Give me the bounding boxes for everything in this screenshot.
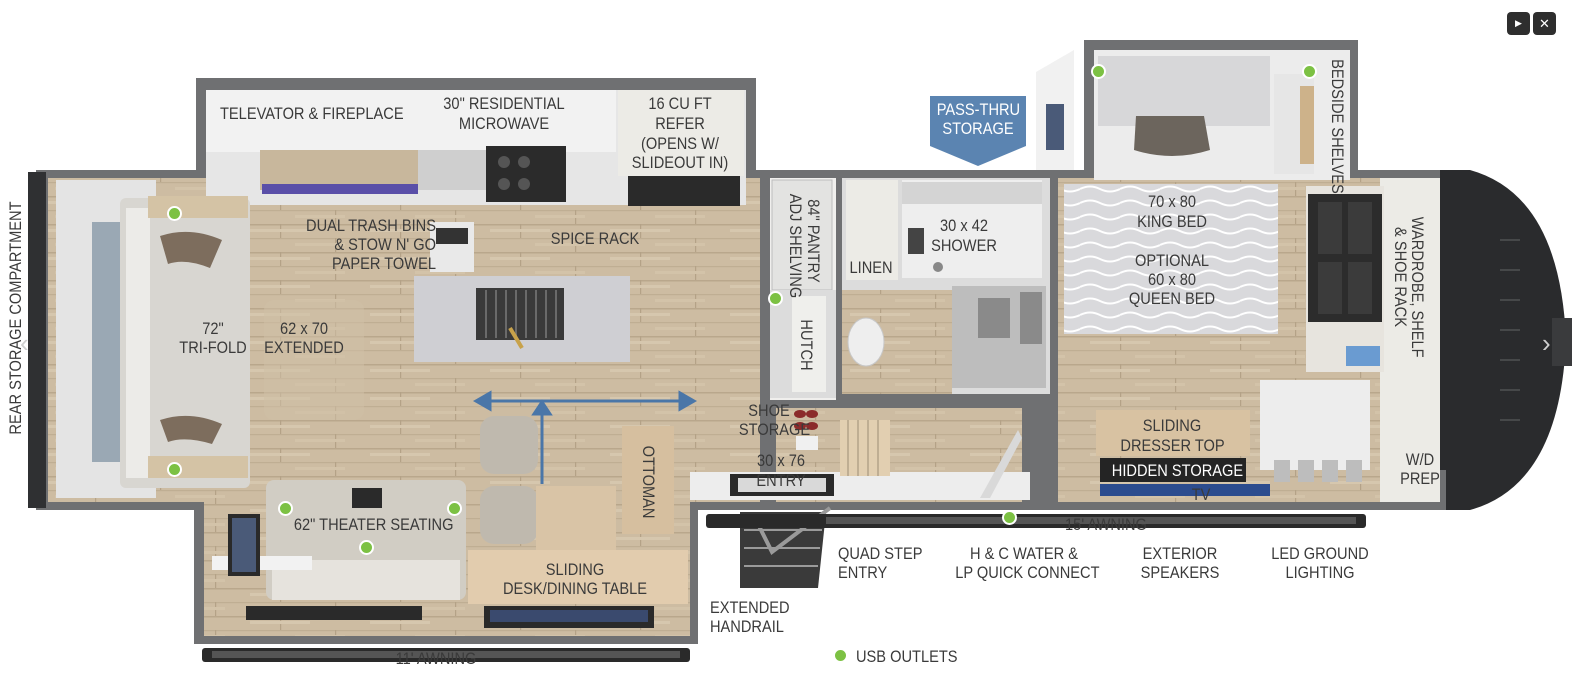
entry (690, 410, 1030, 500)
label-water-line1: H & C WATER & (969, 544, 1079, 563)
label-hidden-storage: HIDDEN STORAGE (1111, 461, 1244, 480)
label-trash-line2: & STOW N' GO (334, 235, 436, 254)
prev-arrow-icon[interactable]: ‹ (20, 328, 29, 358)
label-pass-thru-line1: PASS-THRU (936, 100, 1021, 119)
label-handrail-line2: HANDRAIL (710, 617, 784, 636)
label-entry-line2: ENTRY (756, 471, 806, 490)
label-wd-line2: PREP (1400, 469, 1440, 488)
kitchen-slideout (206, 90, 744, 206)
label-table-line2: EXTENDED (264, 338, 344, 357)
label-pantry-line1: 84" PANTRY (804, 199, 823, 283)
label-speakers-line2: SPEAKERS (1140, 563, 1220, 582)
label-tv: TV (1191, 485, 1211, 504)
label-awning-11: 11' AWNING (395, 649, 477, 668)
usb-legend-dot (833, 648, 848, 663)
label-desk-line1: SLIDING (545, 560, 605, 579)
usb-outlet-5 (359, 540, 374, 555)
label-quad-line1: QUAD STEP (838, 544, 923, 563)
label-entry-line1: 30 x 76 (757, 451, 805, 470)
label-dresser-line2: DRESSER TOP (1120, 436, 1225, 455)
awnings (202, 514, 1366, 662)
label-wd-line1: W/D (1405, 450, 1435, 469)
usb-outlet-2 (167, 462, 182, 477)
living-furniture (212, 416, 688, 628)
usb-outlet-8 (1302, 64, 1317, 79)
rear-lounge (56, 180, 250, 498)
play-button[interactable]: ▶ (1507, 12, 1530, 35)
usb-outlet-4 (447, 501, 462, 516)
label-televator: TELEVATOR & FIREPLACE (220, 104, 404, 123)
label-king-line1: 70 x 80 (1148, 192, 1196, 211)
label-led-line1: LED GROUND (1271, 544, 1369, 563)
usb-outlet-1 (167, 206, 182, 221)
label-table-line1: 62 x 70 (280, 319, 328, 338)
legend-usb-outlets: USB OUTLETS (856, 647, 958, 666)
usb-outlet-6 (768, 291, 783, 306)
label-queen-line2: 60 x 80 (1148, 270, 1196, 289)
pantry-hutch (770, 179, 836, 398)
label-led-line2: LIGHTING (1285, 563, 1355, 582)
label-shower-line2: SHOWER (931, 236, 997, 255)
label-microwave-line1: 30" RESIDENTIAL (443, 94, 565, 113)
label-theater-seating: 62" THEATER SEATING (293, 515, 454, 534)
label-shoe-line2: STORAGE (738, 420, 811, 439)
pass-thru-badge (930, 50, 1074, 170)
label-microwave-line2: MICROWAVE (458, 114, 550, 133)
label-queen-line3: QUEEN BED (1128, 289, 1216, 308)
label-ottoman: OTTOMAN (639, 445, 658, 519)
usb-outlet-3 (278, 501, 293, 516)
label-awning-15: 15' AWNING (1065, 515, 1147, 534)
bathroom (840, 180, 1050, 404)
bedroom (1022, 56, 1384, 502)
label-linen: LINEN (849, 258, 893, 277)
label-wardrobe-line1: WARDROBE, SHELF (1408, 216, 1427, 358)
label-bedside-shelves: BEDSIDE SHELVES (1328, 59, 1347, 194)
label-dresser-line1: SLIDING (1142, 416, 1202, 435)
label-speakers-line1: EXTERIOR (1142, 544, 1218, 563)
label-refer-line3: (OPENS W/ (641, 134, 719, 153)
label-trifold-line2: TRI-FOLD (179, 338, 247, 357)
label-spice-rack: SPICE RACK (550, 229, 640, 248)
label-shower-line1: 30 x 42 (940, 216, 988, 235)
label-trash-line1: DUAL TRASH BINS (306, 216, 436, 235)
usb-outlet-9 (1002, 510, 1017, 525)
label-trash-line3: PAPER TOWEL (331, 254, 436, 273)
label-wardrobe-line2: & SHOE RACK (1391, 227, 1410, 327)
label-pantry-line2: ADJ SHELVING (786, 193, 805, 299)
label-refer-line4: SLIDEOUT IN) (631, 153, 729, 172)
label-pass-thru-line2: STORAGE (942, 119, 1014, 138)
label-handrail-line1: EXTENDED (710, 598, 790, 617)
slide-arrows (472, 390, 698, 484)
label-hutch: HUTCH (797, 319, 816, 371)
label-desk-line2: DESK/DINING TABLE (502, 579, 648, 598)
label-shoe-line1: SHOE (748, 401, 790, 420)
label-refer-line2: REFER (655, 114, 705, 133)
kitchen-island (414, 222, 630, 362)
close-button[interactable]: ✕ (1533, 12, 1556, 35)
next-arrow-icon[interactable]: › (1542, 328, 1551, 358)
label-trifold-line1: 72" (202, 319, 224, 338)
label-queen-line1: OPTIONAL (1135, 251, 1209, 270)
label-quad-line2: ENTRY (838, 563, 888, 582)
usb-outlet-7 (1091, 64, 1106, 79)
label-water-line2: LP QUICK CONNECT (955, 563, 1100, 582)
label-king-line2: KING BED (1137, 212, 1207, 231)
label-refer-line1: 16 CU FT (648, 94, 712, 113)
